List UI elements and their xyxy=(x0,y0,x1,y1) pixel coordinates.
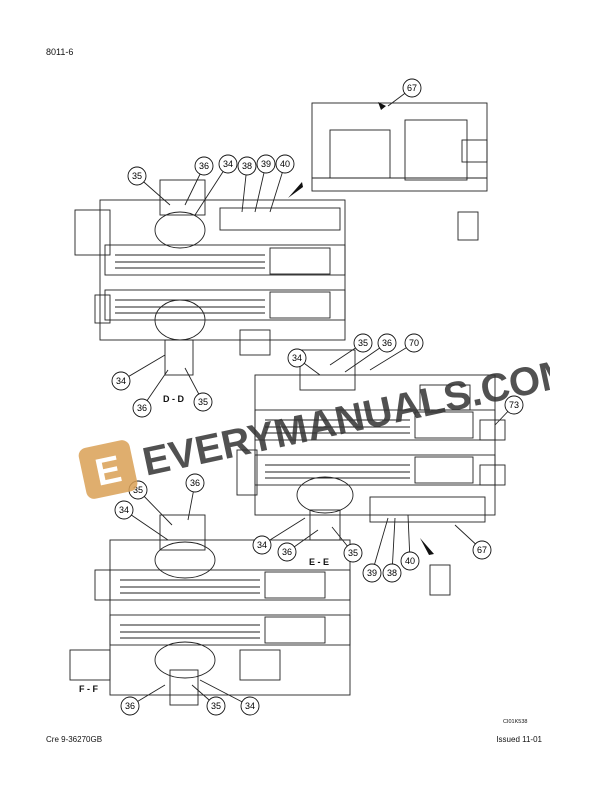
svg-text:36: 36 xyxy=(190,478,200,488)
svg-text:73: 73 xyxy=(509,400,519,410)
svg-text:70: 70 xyxy=(409,338,419,348)
svg-text:38: 38 xyxy=(387,568,397,578)
section-label-f: F - F xyxy=(79,684,98,694)
svg-text:36: 36 xyxy=(137,403,147,413)
svg-text:39: 39 xyxy=(367,568,377,578)
svg-text:35: 35 xyxy=(133,485,143,495)
image-code: CI01K538 xyxy=(503,719,528,725)
svg-text:40: 40 xyxy=(280,159,290,169)
svg-text:36: 36 xyxy=(125,701,135,711)
svg-text:35: 35 xyxy=(211,701,221,711)
svg-text:34: 34 xyxy=(292,353,302,363)
svg-text:67: 67 xyxy=(407,83,417,93)
svg-text:35: 35 xyxy=(198,397,208,407)
section-label-e: E - E xyxy=(309,557,330,567)
svg-text:38: 38 xyxy=(242,161,252,171)
section-label-d: D - D xyxy=(163,394,184,404)
page-header: 8011-6 xyxy=(46,47,74,57)
svg-text:34: 34 xyxy=(223,159,233,169)
svg-text:36: 36 xyxy=(199,161,209,171)
svg-text:39: 39 xyxy=(261,159,271,169)
svg-text:34: 34 xyxy=(116,376,126,386)
footer-issue-date: Issued 11-01 xyxy=(496,735,542,744)
svg-text:34: 34 xyxy=(119,505,129,515)
svg-text:35: 35 xyxy=(358,338,368,348)
svg-text:35: 35 xyxy=(132,171,142,181)
svg-text:34: 34 xyxy=(257,540,267,550)
callout-group: 67 35 36 34 38 39 40 35 36 34 35 36 70 3… xyxy=(111,78,524,716)
svg-text:36: 36 xyxy=(282,547,292,557)
footer-doc-number: Cre 9-36270GB xyxy=(46,735,103,744)
svg-text:67: 67 xyxy=(477,545,487,555)
svg-text:40: 40 xyxy=(405,556,415,566)
svg-text:36: 36 xyxy=(382,338,392,348)
svg-text:34: 34 xyxy=(245,701,255,711)
svg-text:35: 35 xyxy=(348,548,358,558)
